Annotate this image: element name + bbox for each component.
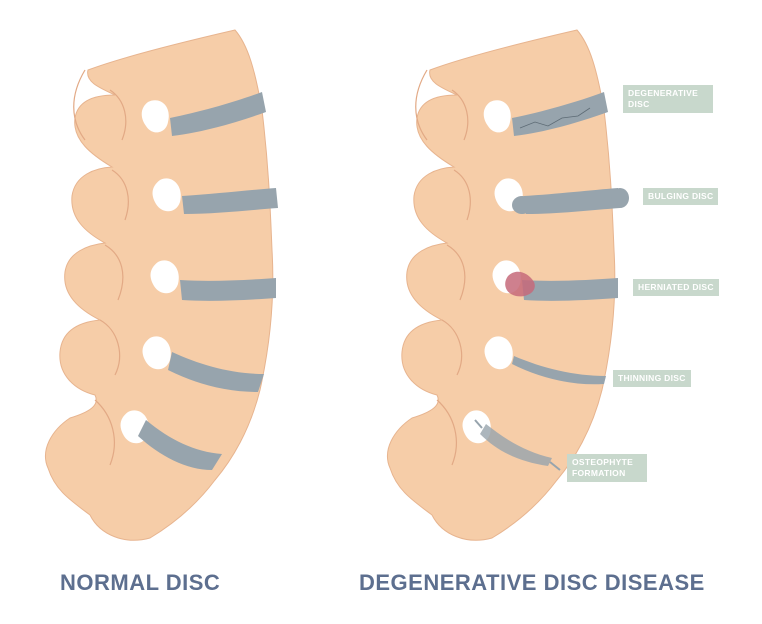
osteophyte-formation-label: OSTEOPHYTE FORMATION: [567, 454, 647, 482]
normal-spine: [44, 29, 278, 541]
normal-disc-caption: NORMAL DISC: [60, 570, 221, 595]
thinning-disc-label: THINNING DISC: [613, 370, 691, 387]
bulging-disc-label: BULGING DISC: [643, 188, 719, 205]
herniated-disc-label: HERNIATED DISC: [633, 279, 719, 296]
degenerative-disc-disease-caption: DEGENERATIVE DISC DISEASE: [359, 570, 705, 595]
degenerative-spine: [386, 29, 629, 541]
degenerative-disc-label: DEGENERATIVE DISC: [623, 85, 713, 113]
